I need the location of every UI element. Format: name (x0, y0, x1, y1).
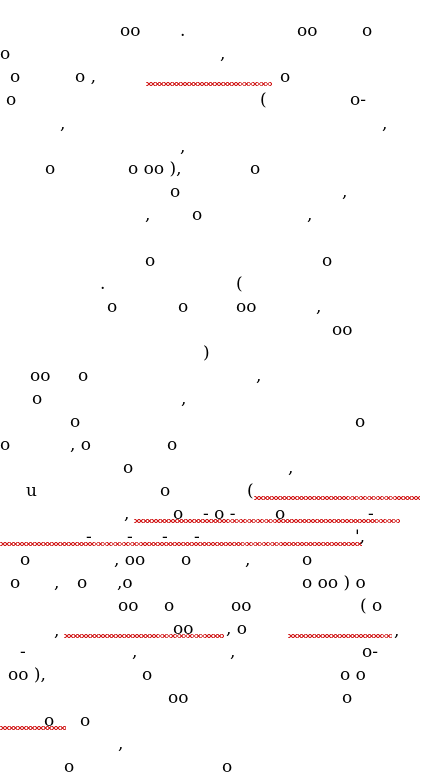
text-fragment: ', (355, 527, 366, 547)
text-fragment: o (123, 458, 134, 478)
text-fragment: oo (168, 688, 189, 708)
text-fragment: , oo (114, 550, 146, 570)
text-fragment: o (20, 550, 31, 570)
text-fragment: o (45, 159, 56, 179)
text-fragment: - (368, 504, 374, 524)
text-fragment: - (20, 642, 26, 662)
text-fragment: o (44, 711, 55, 731)
text-fragment: , (132, 642, 138, 662)
text-fragment: , (382, 114, 388, 134)
spellcheck-underline (146, 82, 272, 86)
text-fragment: o- (350, 90, 366, 110)
text-fragment: ( (236, 274, 243, 294)
text-fragment: . (100, 274, 106, 294)
spellcheck-underline (0, 542, 362, 546)
text-fragment: , (54, 621, 60, 641)
text-fragment: o (107, 297, 118, 317)
text-fragment: o- (362, 642, 378, 662)
text-fragment: , (220, 44, 226, 64)
text-fragment: o (10, 67, 21, 87)
text-fragment: oo ), (8, 665, 46, 685)
text-fragment: . (180, 21, 186, 41)
text-fragment: o (142, 665, 153, 685)
text-fragment: o oo ) o (302, 573, 366, 593)
text-fragment: o (222, 757, 233, 777)
text-fragment: o (355, 412, 366, 432)
text-fragment: ( (260, 90, 267, 110)
text-fragment: o (322, 251, 333, 271)
text-fragment: , o (226, 619, 248, 639)
spellcheck-underline (64, 634, 224, 638)
text-fragment: , (288, 458, 294, 478)
text-fragment: ( o (360, 596, 383, 616)
text-fragment: o (78, 366, 89, 386)
text-fragment: o (32, 389, 43, 409)
text-fragment: oo (231, 596, 252, 616)
text-fragment: , o (70, 435, 92, 455)
text-fragment: o (64, 757, 75, 777)
text-fragment: , (394, 621, 400, 641)
text-fragment: o (302, 550, 313, 570)
text-fragment: - (162, 527, 168, 547)
spellcheck-underline (288, 634, 392, 638)
text-fragment: , (54, 573, 60, 593)
text-fragment: o (167, 435, 178, 455)
text-fragment: oo (173, 619, 194, 639)
text-fragment: o (80, 711, 91, 731)
text-fragment: o (0, 435, 11, 455)
text-fragment: o , (75, 67, 97, 87)
text-fragment: o o (340, 665, 366, 685)
text-fragment: , (230, 642, 236, 662)
text-fragment: o (77, 573, 88, 593)
text-fragment: , (181, 389, 187, 409)
text-fragment: , (307, 205, 313, 225)
text-fragment: , (145, 205, 151, 225)
text-fragment: oo (236, 297, 257, 317)
text-fragment: oo (118, 596, 139, 616)
text-fragment: o (342, 688, 353, 708)
spellcheck-underline (254, 496, 420, 500)
text-fragment: o (70, 412, 81, 432)
text-fragment: o oo ), (128, 159, 182, 179)
text-fragment: ,o (117, 573, 133, 593)
text-fragment: , (256, 366, 262, 386)
text-fragment: , (342, 182, 348, 202)
text-fragment: - o - (203, 504, 236, 524)
text-fragment: - (127, 527, 133, 547)
text-fragment: oo (297, 21, 318, 41)
spellcheck-underline (134, 519, 400, 523)
text-fragment: u (26, 481, 37, 501)
text-fragment: ( (247, 481, 254, 501)
text-fragment: o (164, 596, 175, 616)
text-fragment: , (245, 550, 251, 570)
text-fragment: o (280, 67, 291, 87)
text-fragment: o (170, 182, 181, 202)
text-fragment: o (178, 297, 189, 317)
text-fragment: o (160, 481, 171, 501)
text-fragment: o (6, 90, 17, 110)
text-fragment: oo (120, 21, 141, 41)
text-fragment: , (124, 504, 130, 524)
spellcheck-underline (0, 726, 66, 730)
text-fragment: o (0, 44, 11, 64)
text-fragment: o (181, 550, 192, 570)
text-fragment: , (180, 137, 186, 157)
text-fragment: , (60, 114, 66, 134)
text-fragment: ) (203, 343, 210, 363)
text-fragment: o (10, 573, 21, 593)
text-fragment: o (192, 205, 203, 225)
text-fragment: - (86, 527, 92, 547)
text-fragment: oo (332, 320, 353, 340)
text-fragment: , (316, 297, 322, 317)
text-fragment: o (250, 159, 261, 179)
text-fragment: o (145, 251, 156, 271)
text-fragment: - (194, 527, 200, 547)
text-fragment: , (118, 734, 124, 754)
text-fragment: o (173, 504, 184, 524)
text-fragment: o (362, 21, 373, 41)
text-fragment: o (275, 504, 286, 524)
text-fragment: oo (30, 366, 51, 386)
